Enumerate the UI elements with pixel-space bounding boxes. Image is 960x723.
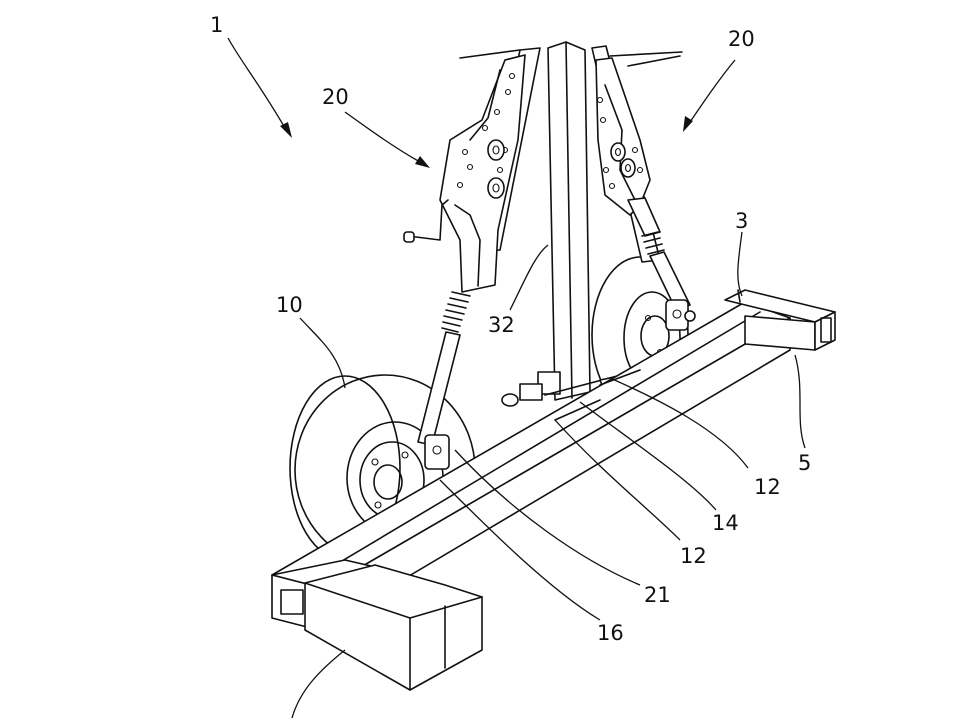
right-winch-assembly (595, 57, 696, 331)
label-device: 1 (210, 13, 223, 37)
label-mast: 32 (488, 313, 515, 337)
label-axle: 16 (597, 621, 624, 645)
label-end-tube: 5 (798, 451, 811, 475)
left-spring (441, 291, 471, 333)
leader-lines (227, 37, 806, 719)
label-assembly-left: 20 (322, 85, 349, 109)
main-beam (271, 289, 836, 631)
right-spring (641, 231, 665, 255)
callouts: 1 20 20 3 10 32 5 12 14 12 21 16 (210, 13, 811, 645)
front-tube (271, 559, 483, 691)
label-assembly-right: 20 (728, 27, 755, 51)
label-rod: 21 (644, 583, 671, 607)
label-bracket-b: 14 (712, 511, 739, 535)
label-bracket-c: 12 (680, 544, 707, 568)
label-wheel: 10 (276, 293, 303, 317)
label-bracket-a: 12 (754, 475, 781, 499)
left-winch-assembly (403, 54, 526, 470)
label-frame: 3 (735, 209, 748, 233)
